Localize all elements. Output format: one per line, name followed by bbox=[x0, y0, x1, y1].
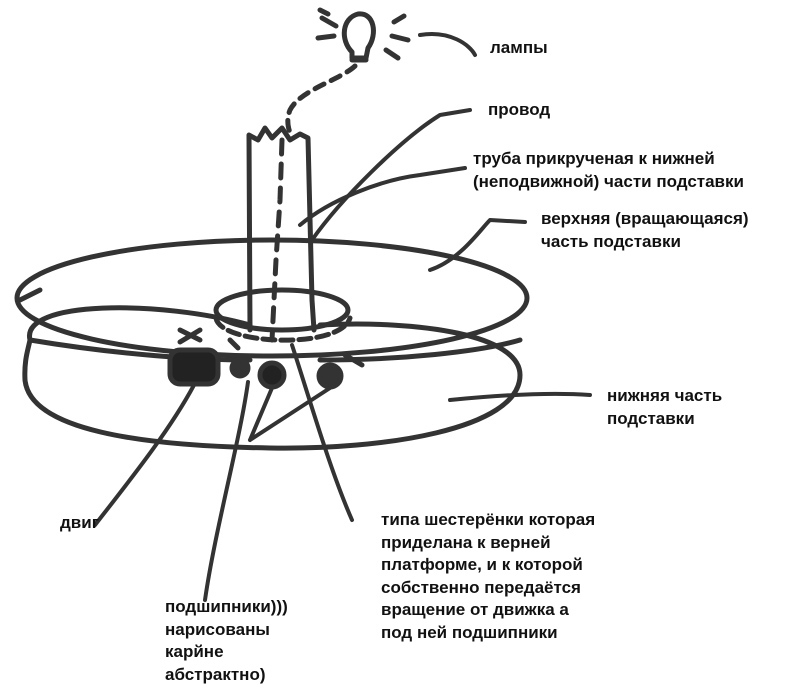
label-line: абстрактно) bbox=[165, 664, 266, 684]
wire bbox=[285, 63, 358, 139]
label-lower-base: нижняя часть подставки bbox=[607, 385, 722, 430]
inner-ring bbox=[213, 287, 351, 333]
label-line: типа шестерёнки которая bbox=[381, 510, 596, 529]
motor bbox=[167, 347, 221, 387]
label-line: платформе, и к которой bbox=[381, 555, 583, 574]
label-line: подставки bbox=[607, 408, 695, 428]
label-bearings: подшипники))) нарисованы карйне абстракт… bbox=[165, 596, 288, 686]
label-line: карйне bbox=[165, 642, 224, 661]
label-line: провод bbox=[488, 100, 551, 119]
label-line: приделана к верней bbox=[381, 532, 551, 552]
label-line: подшипники))) bbox=[165, 597, 288, 616]
label-line: нижняя часть bbox=[607, 386, 723, 405]
label-gear: типа шестерёнки которая приделана к верн… bbox=[381, 509, 595, 644]
label-lamps: лампы bbox=[490, 37, 548, 60]
label-line: под ней подшипники bbox=[381, 622, 558, 642]
gear bbox=[257, 360, 287, 390]
label-line: труба прикрученая к нижней bbox=[473, 149, 715, 168]
label-upper-platform: верхняя (вращающаяся) часть подставки bbox=[541, 208, 749, 253]
label-wire: провод bbox=[488, 99, 550, 122]
label-line: нарисованы bbox=[165, 619, 270, 639]
label-line: часть подставки bbox=[541, 231, 681, 251]
label-line: лампы bbox=[490, 38, 548, 57]
label-line: вращение от движка а bbox=[381, 600, 569, 619]
lamp-bulb-icon bbox=[315, 7, 411, 63]
upper-platform bbox=[14, 237, 530, 359]
label-pipe: труба прикрученая к нижней (неподвижной)… bbox=[473, 148, 744, 193]
label-line: верхняя (вращающаяся) bbox=[541, 209, 749, 228]
bearing bbox=[229, 357, 251, 379]
wire-dashed bbox=[269, 137, 285, 343]
bearing bbox=[316, 362, 344, 390]
pipe bbox=[246, 125, 317, 333]
label-line: (неподвижной) части подставки bbox=[473, 171, 744, 191]
label-motor: двиг bbox=[60, 512, 99, 535]
label-line: собственно передаётся bbox=[381, 577, 581, 597]
label-line: двиг bbox=[60, 513, 99, 532]
